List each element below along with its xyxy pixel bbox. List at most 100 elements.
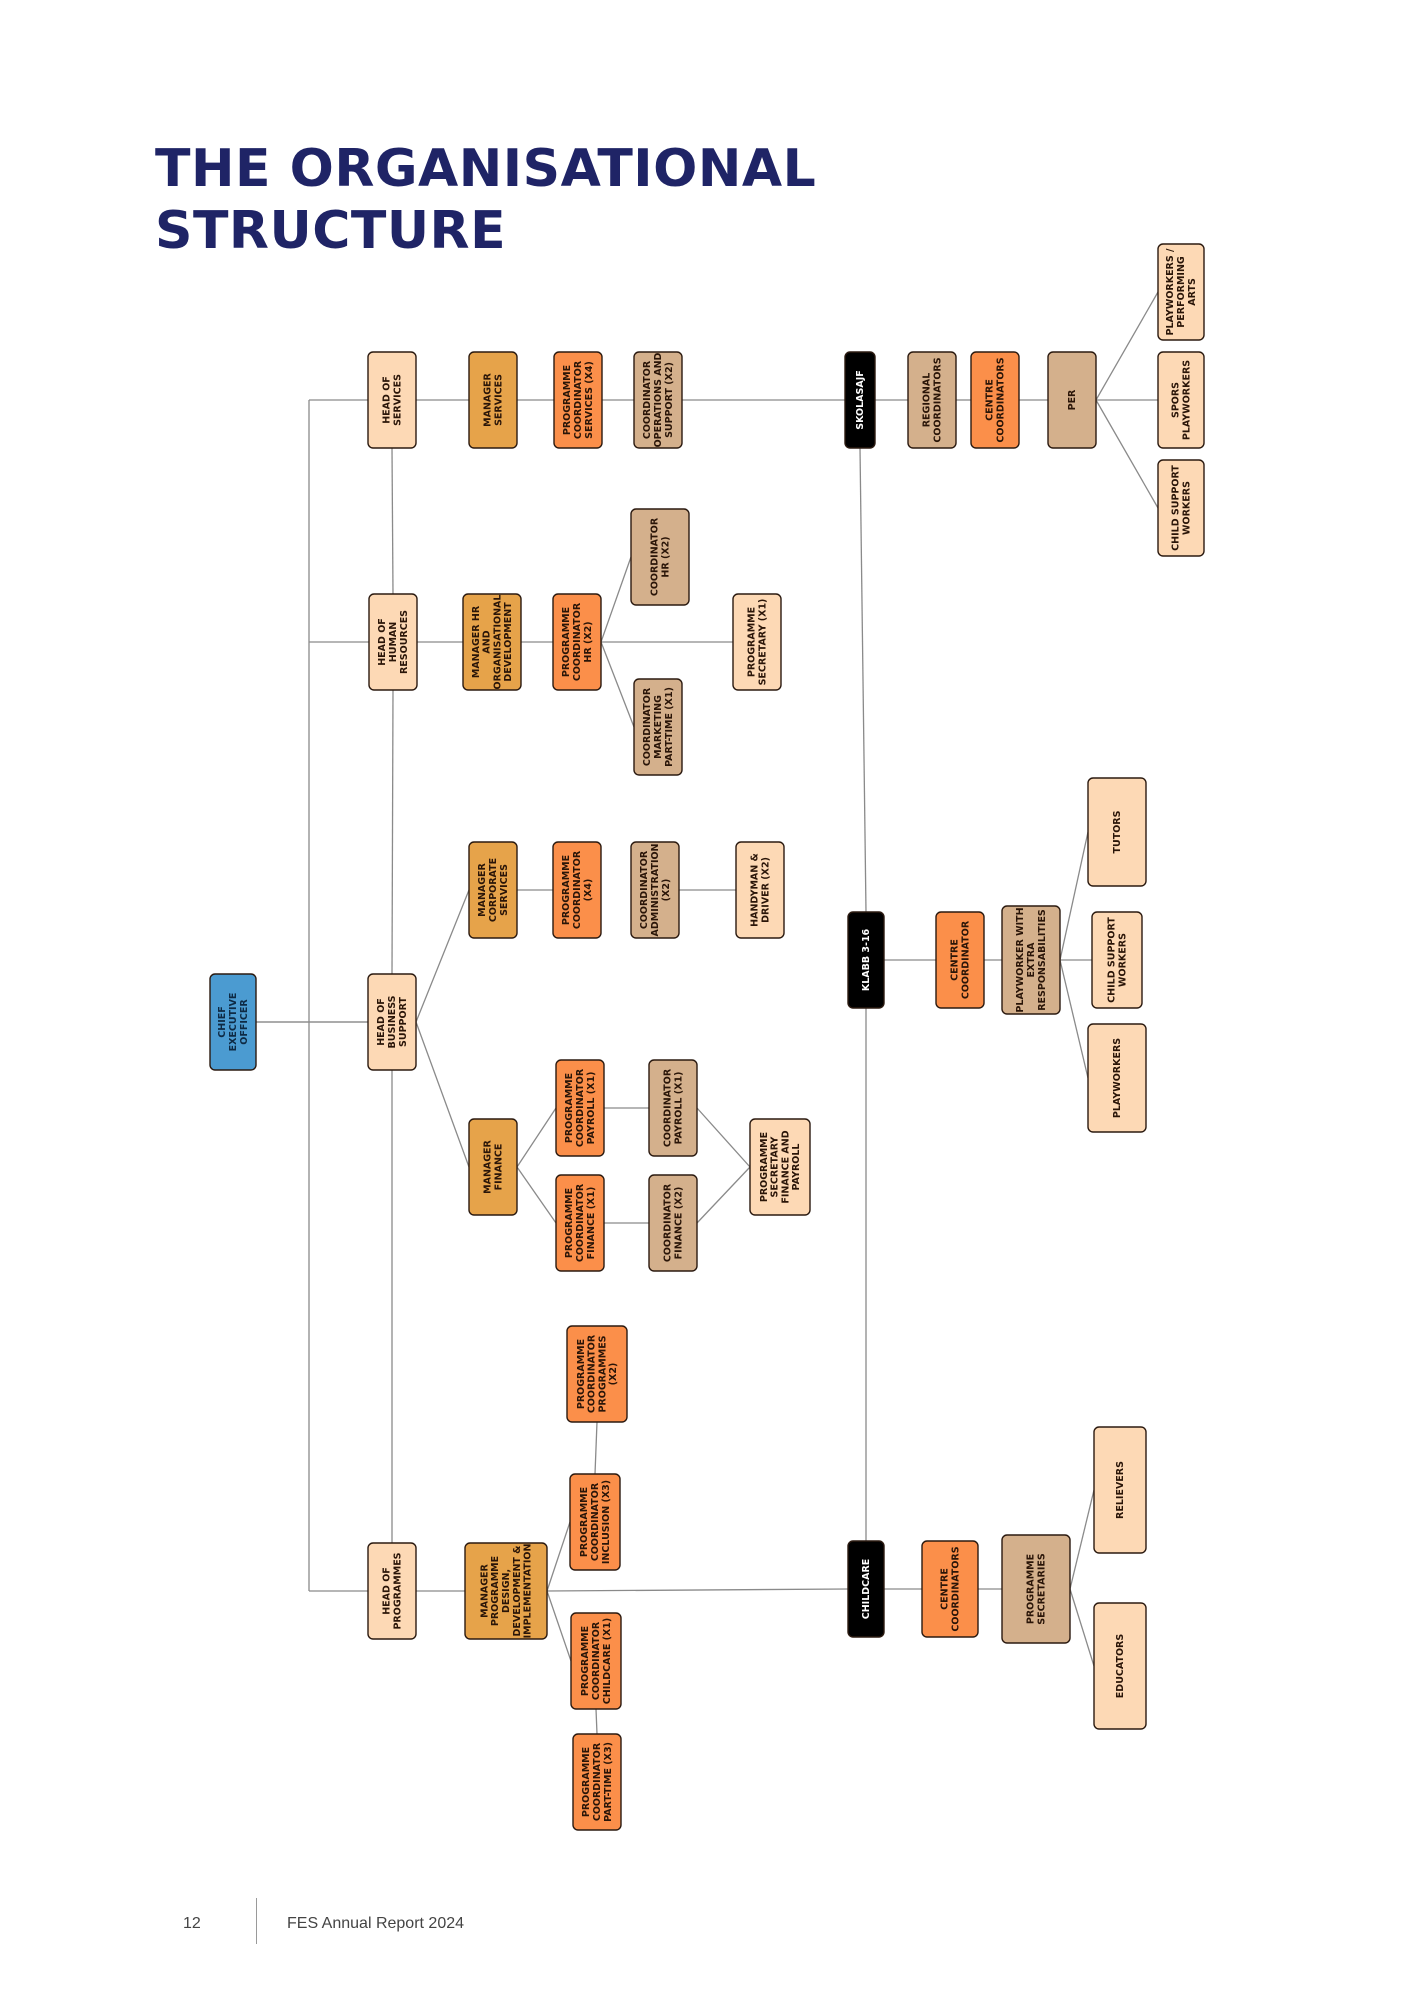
org-node-label: EDUCATORS: [1115, 1634, 1126, 1699]
org-chart-connectors: [256, 291, 1159, 1735]
connector-pc_hr-to-coord_marketing: [600, 641, 635, 728]
org-node-label-line: ORGANISATIONAL: [492, 595, 503, 690]
org-node-label-line: COORDINATOR: [639, 850, 650, 929]
org-node-label-line: COORDINATOR: [591, 1621, 602, 1700]
org-node-label-line: PROGRAMME: [579, 1487, 590, 1557]
org-node-label-line: HR (X2): [582, 621, 593, 662]
org-node-label-line: COORDINATOR: [586, 1334, 597, 1413]
org-node-label: HEAD OFSERVICES: [381, 374, 403, 426]
org-node-label-line: FINANCE (X2): [673, 1187, 684, 1260]
head-services-to-hr-line: [391, 447, 394, 595]
connector-per-to-pw_arts: [1095, 291, 1159, 401]
org-node-per: PER: [1047, 351, 1097, 449]
org-node-label: HEAD OFHUMANRESOURCES: [377, 610, 410, 674]
org-node-box: [1001, 905, 1061, 1015]
connector-coord_finance-to-prog_sec_fin: [696, 1166, 751, 1224]
org-node-label-line: PROGRAMME: [580, 1626, 591, 1696]
org-node-label: PROGRAMMECOORDINATORFINANCE (X1): [564, 1183, 597, 1262]
skolasajf-to-klabb-line: [859, 447, 867, 913]
org-node-label-line: PAYROLL: [791, 1144, 802, 1191]
org-node-label-line: PER: [1067, 389, 1078, 410]
org-node-label-line: PERFORMING: [1176, 256, 1187, 328]
org-node-label-line: FINANCE (X1): [585, 1187, 596, 1260]
connector-pw_extra-to-tutors: [1059, 831, 1089, 961]
org-node-label: COORDINATOROPERATIONS ANDSUPPORT (X2): [642, 352, 675, 447]
org-node-box: [630, 508, 690, 606]
org-node-pc-x4: PROGRAMMECOORDINATOR(X4): [552, 841, 602, 939]
org-node-box: [847, 1540, 885, 1638]
org-node-box: [847, 911, 885, 1009]
org-node-label: COORDINATORPAYROLL (X1): [662, 1068, 684, 1147]
org-node-label: PROGRAMMESECRETARYFINANCE ANDPAYROLL: [758, 1130, 801, 1203]
org-node-head-services: HEAD OFSERVICES: [367, 351, 417, 449]
org-node-box: [464, 1542, 548, 1640]
org-node-head-business: HEAD OFBUSINESSSUPPORT: [367, 973, 417, 1071]
org-node-label-line: TUTORS: [1112, 810, 1123, 853]
org-node-box: [735, 841, 785, 939]
org-node-box: [566, 1325, 628, 1423]
org-node-mgr-corporate: MANAGERCORPORATESERVICES: [468, 841, 518, 939]
connector-per-to-child_support_sk: [1095, 399, 1159, 509]
org-node-label: PROGRAMMECOORDINATORHR (X2): [561, 602, 594, 681]
org-node-label: HANDYMAN &DRIVER (X2): [749, 853, 771, 927]
connector-mgr_programme-to-pc_childcare: [546, 1590, 572, 1662]
connector-mgr_finance-to-pc_finance: [516, 1166, 557, 1224]
org-node-label-line: PROGRAMME: [564, 1073, 575, 1143]
org-node-label: MANAGERCORPORATESERVICES: [477, 858, 510, 922]
org-node-label-line: COORDINATORS: [995, 357, 1006, 442]
org-node-label-line: MARKETING: [653, 695, 664, 759]
org-node-label-line: SERVICES: [493, 374, 504, 426]
org-node-label: PROGRAMMECOORDINATORPART-TIME (X3): [581, 1742, 614, 1822]
org-node-childcare: CHILDCARE: [847, 1540, 885, 1638]
connector-pc_childcare-to-pc_parttime: [595, 1708, 598, 1735]
org-node-label-line: (X4): [582, 879, 593, 902]
org-node-label-line: DEVELOPMENT &: [511, 1546, 522, 1637]
org-node-label: PROGRAMMESECRETARY (X1): [746, 599, 768, 686]
org-node-label-line: SUPPORT: [397, 997, 408, 1047]
org-node-label: PROGRAMMECOORDINATORCHILDCARE (X1): [580, 1618, 613, 1704]
org-node-box: [468, 841, 518, 939]
org-node-box: [970, 351, 1020, 449]
org-node-label-line: PLAYWORKERS: [1112, 1038, 1123, 1118]
org-node-label-line: MANAGER: [477, 862, 488, 916]
org-node-label-line: RESOURCES: [398, 610, 409, 674]
org-node-label-line: DEVELOPMENT: [503, 602, 514, 682]
connector-pc_inclusion-to-pc_programmes: [594, 1421, 598, 1475]
org-node-box: [1087, 1023, 1147, 1133]
org-node-label-line: COORDINATOR: [642, 360, 653, 439]
org-node-box: [569, 1473, 621, 1571]
org-node-box: [1047, 351, 1097, 449]
org-node-label-line: CHILDCARE (X1): [601, 1618, 612, 1704]
org-node-label-line: ADMINISTRATION: [650, 843, 661, 936]
org-node-box: [633, 351, 683, 449]
org-node-mgr-services: MANAGERSERVICES: [468, 351, 518, 449]
org-node-label-line: CHIEF: [217, 1006, 228, 1037]
org-node-label: PROGRAMMECOORDINATOR(X4): [561, 850, 594, 929]
org-node-centre-coords-cc: CENTRECOORDINATORS: [921, 1540, 979, 1638]
org-node-label-line: AND: [481, 630, 492, 653]
org-node-box: [633, 678, 683, 776]
org-node-label: SKOLASAJF: [855, 370, 866, 429]
org-node-label-line: COORDINATOR: [575, 1068, 586, 1147]
org-node-label-line: EDUCATORS: [1115, 1634, 1126, 1699]
org-node-label-line: PAYROLL (X1): [673, 1072, 684, 1145]
org-node-label: REGIONALCOORDINATORS: [921, 357, 943, 442]
org-node-label-line: EXTRA: [1026, 942, 1037, 978]
org-node-label: MANAGERSERVICES: [482, 372, 504, 426]
org-node-label-line: PROGRAMME: [746, 607, 757, 677]
connector-mgr_finance-to-pc_payroll: [516, 1107, 557, 1168]
org-node-label-line: CHILDCARE: [861, 1559, 872, 1620]
org-node-label: COORDINATORADMINISTRATION(X2): [639, 843, 672, 936]
org-node-box: [468, 1118, 518, 1216]
page-title-line-2: STRUCTURE: [155, 201, 507, 261]
org-node-box: [1157, 243, 1205, 341]
org-node-label-line: SECRETARIES: [1036, 1553, 1047, 1625]
org-node-label-line: IMPLEMENTATION: [522, 1544, 533, 1639]
org-node-relievers: RELIEVERS: [1093, 1426, 1147, 1554]
org-node-label-line: SKOLASAJF: [855, 370, 866, 429]
org-node-box: [367, 1542, 417, 1640]
org-node-label-line: COORDINATOR: [662, 1183, 673, 1262]
org-node-coord-finance: COORDINATORFINANCE (X2): [648, 1174, 698, 1272]
org-node-label: PLAYWORKERS: [1112, 1038, 1123, 1118]
org-node-label-line: DRIVER (X2): [760, 857, 771, 923]
